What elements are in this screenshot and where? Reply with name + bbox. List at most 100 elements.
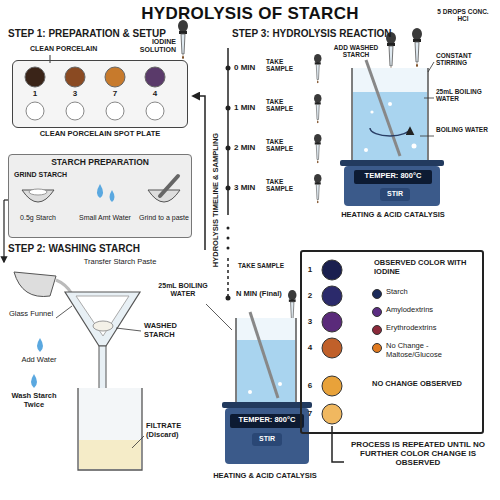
timeline-part <box>227 227 230 230</box>
starch-prep-icons-part <box>29 189 47 195</box>
timeline-part <box>314 174 322 203</box>
spot-plate-wells-part <box>105 67 125 87</box>
diagram-label: HYDROLYSIS TIMELINE & SAMPLING <box>210 125 222 275</box>
spot-plate-wells-part <box>26 102 44 120</box>
node-fills <box>8 60 484 434</box>
diagram-label: IODINE SOLUTION <box>134 38 176 54</box>
reaction-beaker-part <box>388 102 392 106</box>
timeline-part <box>314 54 322 83</box>
starch-prep-icons-part <box>97 184 103 198</box>
reaction-beaker-part <box>428 62 434 72</box>
legend-text: Erythrodextrins <box>386 324 436 333</box>
washing-apparatus-part <box>56 306 72 318</box>
timeline-part <box>314 134 322 163</box>
final-beaker-part <box>237 340 295 403</box>
final-beaker-part <box>252 433 282 446</box>
reaction-beaker-part <box>412 28 422 67</box>
feedback-arrow <box>193 96 205 250</box>
diagram-label: 5 DROPS CONC. HCl <box>432 8 494 23</box>
diagram-label: BOILING WATER <box>436 126 494 133</box>
diagram-label: 4 <box>149 89 161 98</box>
washing-apparatus <box>14 272 144 470</box>
diagram-label: 25mL BOILING WATER <box>158 282 208 298</box>
diagram-label: STEP 3: HYDROLYSIS REACTION <box>232 28 422 40</box>
diagram-label: STEP 1: PREPARATION & SETUP <box>8 28 208 40</box>
diagram-label: 0.5g Starch <box>12 214 64 222</box>
spot-plate-wells-part <box>145 67 165 87</box>
color-chart-part <box>332 426 344 462</box>
diagram-label: 2 <box>304 291 316 300</box>
legend-swatch <box>372 325 382 335</box>
feedback-arrow-part <box>193 96 205 250</box>
timeline-part <box>226 186 231 191</box>
diagram-label: ADD WASHED STARCH <box>330 44 382 59</box>
washing-apparatus-part <box>31 374 37 388</box>
legend-text: No Change - Maltose/Glucose <box>386 342 480 359</box>
node-fill <box>12 60 188 128</box>
diagram-label: TEMPER: 800°C <box>354 172 432 181</box>
color-chart <box>322 260 344 462</box>
legend-item: Starch <box>372 288 480 299</box>
color-chart-part <box>322 404 342 424</box>
node-fill <box>8 154 192 238</box>
washing-apparatus-part <box>132 436 144 448</box>
diagram-label: 6 <box>304 381 316 390</box>
diagram-label: WASHED STARCH <box>144 322 198 339</box>
diagram-label: Wash Starch Twice <box>6 392 62 409</box>
starch-prep-icons-part <box>3 200 4 262</box>
spot-plate-wells-part <box>178 20 188 59</box>
diagram-label: TAKE SAMPLE <box>238 262 286 269</box>
washing-apparatus-part <box>116 328 141 331</box>
final-beaker-part <box>206 304 232 330</box>
diagram-label: Grind to a paste <box>138 214 190 222</box>
diagram-label: CONSTANT STIRRING <box>436 52 494 67</box>
washing-apparatus-part <box>65 292 140 346</box>
washing-apparatus-part <box>93 321 113 331</box>
spot-plate-wells-part <box>106 102 124 120</box>
diagram-label: 25mL BOILING WATER <box>436 88 494 103</box>
final-beaker-part <box>250 312 278 398</box>
legend-swatch <box>372 289 382 299</box>
final-beaker-part <box>225 408 309 464</box>
diagram-label: N MIN (Final) <box>236 290 286 299</box>
node-fill <box>300 250 484 434</box>
reaction-beaker-part <box>412 144 417 149</box>
starch-prep-icons-part <box>110 190 115 202</box>
reaction-beaker-part <box>364 148 368 152</box>
reaction-beaker-part <box>380 188 410 201</box>
diagram-label: CLEAN PORCELAIN <box>30 45 110 53</box>
diagram-label: NO CHANGE OBSERVED <box>372 380 478 389</box>
washing-apparatus-part <box>76 296 129 336</box>
color-chart-part <box>322 260 342 280</box>
panel-heading: STARCH PREPARATION <box>9 158 191 168</box>
reaction-beaker-part <box>344 166 440 206</box>
timeline-part <box>226 296 231 301</box>
diagram-label: 0 MIN <box>234 63 264 72</box>
timeline-part <box>226 66 231 71</box>
plate-caption: CLEAN PORCELAIN SPOT PLATE <box>13 130 187 139</box>
legend-swatch <box>372 307 382 317</box>
diagram-label: HEATING & ACID CATALYSIS <box>200 472 330 481</box>
spot-plate-wells-part <box>66 102 84 120</box>
prep-panel: STARCH PREPARATION <box>8 154 192 238</box>
color-chart-part <box>322 286 342 306</box>
reaction-beaker-part <box>420 136 434 137</box>
legend-item: Amylodextrins <box>372 306 480 317</box>
spot-plate-wells-part <box>146 102 164 120</box>
diagram-label: Glass Funnel <box>6 310 56 319</box>
diagram-label: 2 MIN <box>234 143 264 152</box>
reaction-beaker-part <box>340 160 444 166</box>
spot-plate-wells-part <box>25 67 45 87</box>
diagram-label: 1 <box>29 89 41 98</box>
diagram-label: 3 MIN <box>234 183 264 192</box>
timeline-part <box>226 146 231 151</box>
diagram-label: 1 MIN <box>234 103 264 112</box>
washing-apparatus-part <box>79 440 141 469</box>
washing-apparatus-part <box>37 338 43 352</box>
diagram-label: Transfer Starch Paste <box>82 258 158 267</box>
diagram-label: 3 <box>69 89 81 98</box>
diagram-label: STIR <box>380 190 410 198</box>
final-beaker-part <box>222 402 312 408</box>
timeline-part <box>314 94 322 123</box>
